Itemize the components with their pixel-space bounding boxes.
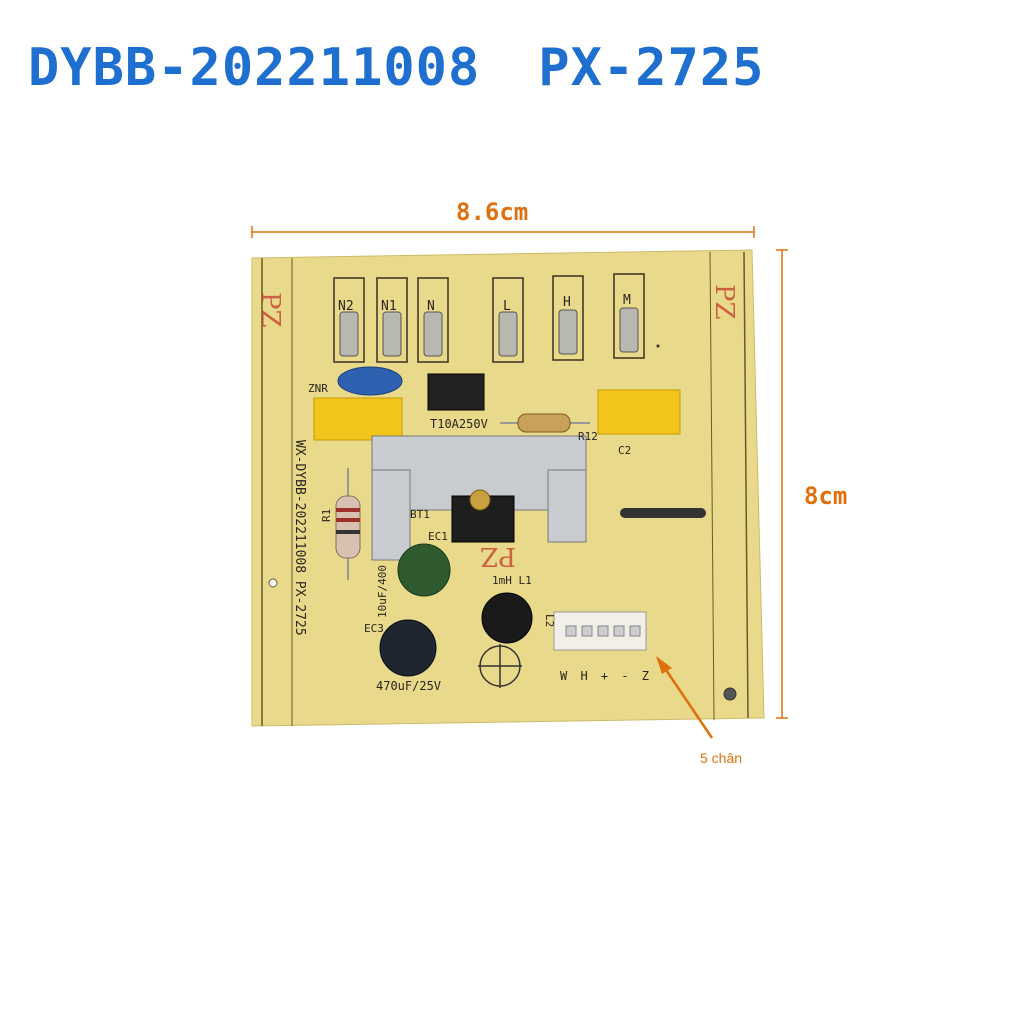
width-dimension-line (251, 226, 755, 238)
label-l: L (503, 299, 511, 314)
x-capacitor-c2 (597, 389, 681, 435)
label-connector-pins: W H + - Z (560, 669, 652, 683)
pin-count-label: 5 chân (700, 750, 743, 766)
height-dimension-line (776, 249, 788, 719)
label-bt1: BT1 (410, 508, 430, 521)
model-number: DYBB-202211008 (28, 38, 481, 98)
resistor-r1 (335, 468, 361, 580)
inductor-l1 (481, 592, 533, 644)
label-ec3-value: 470uF/25V (376, 679, 441, 693)
label-l1: 1mH L1 (492, 574, 532, 587)
label-n2: N2 (338, 299, 354, 314)
silk-pz-center: PZ (480, 541, 516, 571)
label-l2: L2 (543, 614, 556, 627)
callout-arrow (656, 656, 714, 739)
resistor-r12 (500, 413, 590, 433)
label-ec1: EC1 (428, 530, 448, 543)
label-n1: N1 (381, 299, 397, 314)
varistor-znr (337, 366, 403, 396)
capacitor-ec3 (379, 619, 437, 677)
x-capacitor-left (313, 397, 403, 441)
pcb-code: WX-DYBB-202211008 PX-2725 (292, 440, 307, 636)
height-label: 8cm (804, 482, 848, 510)
silk-pz-left: PZ (255, 292, 285, 328)
label-c2: C2 (618, 444, 631, 457)
label-h: H (563, 295, 571, 310)
board-slot (620, 508, 706, 518)
label-fuse: T10A250V (430, 417, 488, 431)
power-transistor (451, 495, 515, 543)
label-r12: R12 (578, 430, 598, 443)
silk-pz-right: PZ (709, 284, 739, 320)
capacitor-ec1 (397, 543, 451, 597)
label-znr: ZNR (308, 382, 328, 395)
label-m: M (623, 293, 631, 308)
part-number: PX-2725 (538, 38, 765, 98)
label-ec1-value: 10uF/400 (376, 565, 389, 618)
connector-pins (565, 625, 641, 637)
spade-connectors (339, 307, 639, 357)
label-r1: R1 (320, 509, 333, 522)
fuse-component (427, 373, 485, 411)
mounting-target (478, 644, 522, 688)
terminal-blocks (333, 273, 645, 363)
width-label: 8.6cm (456, 198, 529, 226)
label-ec3: EC3 (364, 622, 384, 635)
transistor-screw (469, 489, 491, 511)
label-n: N (427, 299, 435, 314)
page-title: DYBB-202211008 PX-2725 (28, 38, 822, 98)
